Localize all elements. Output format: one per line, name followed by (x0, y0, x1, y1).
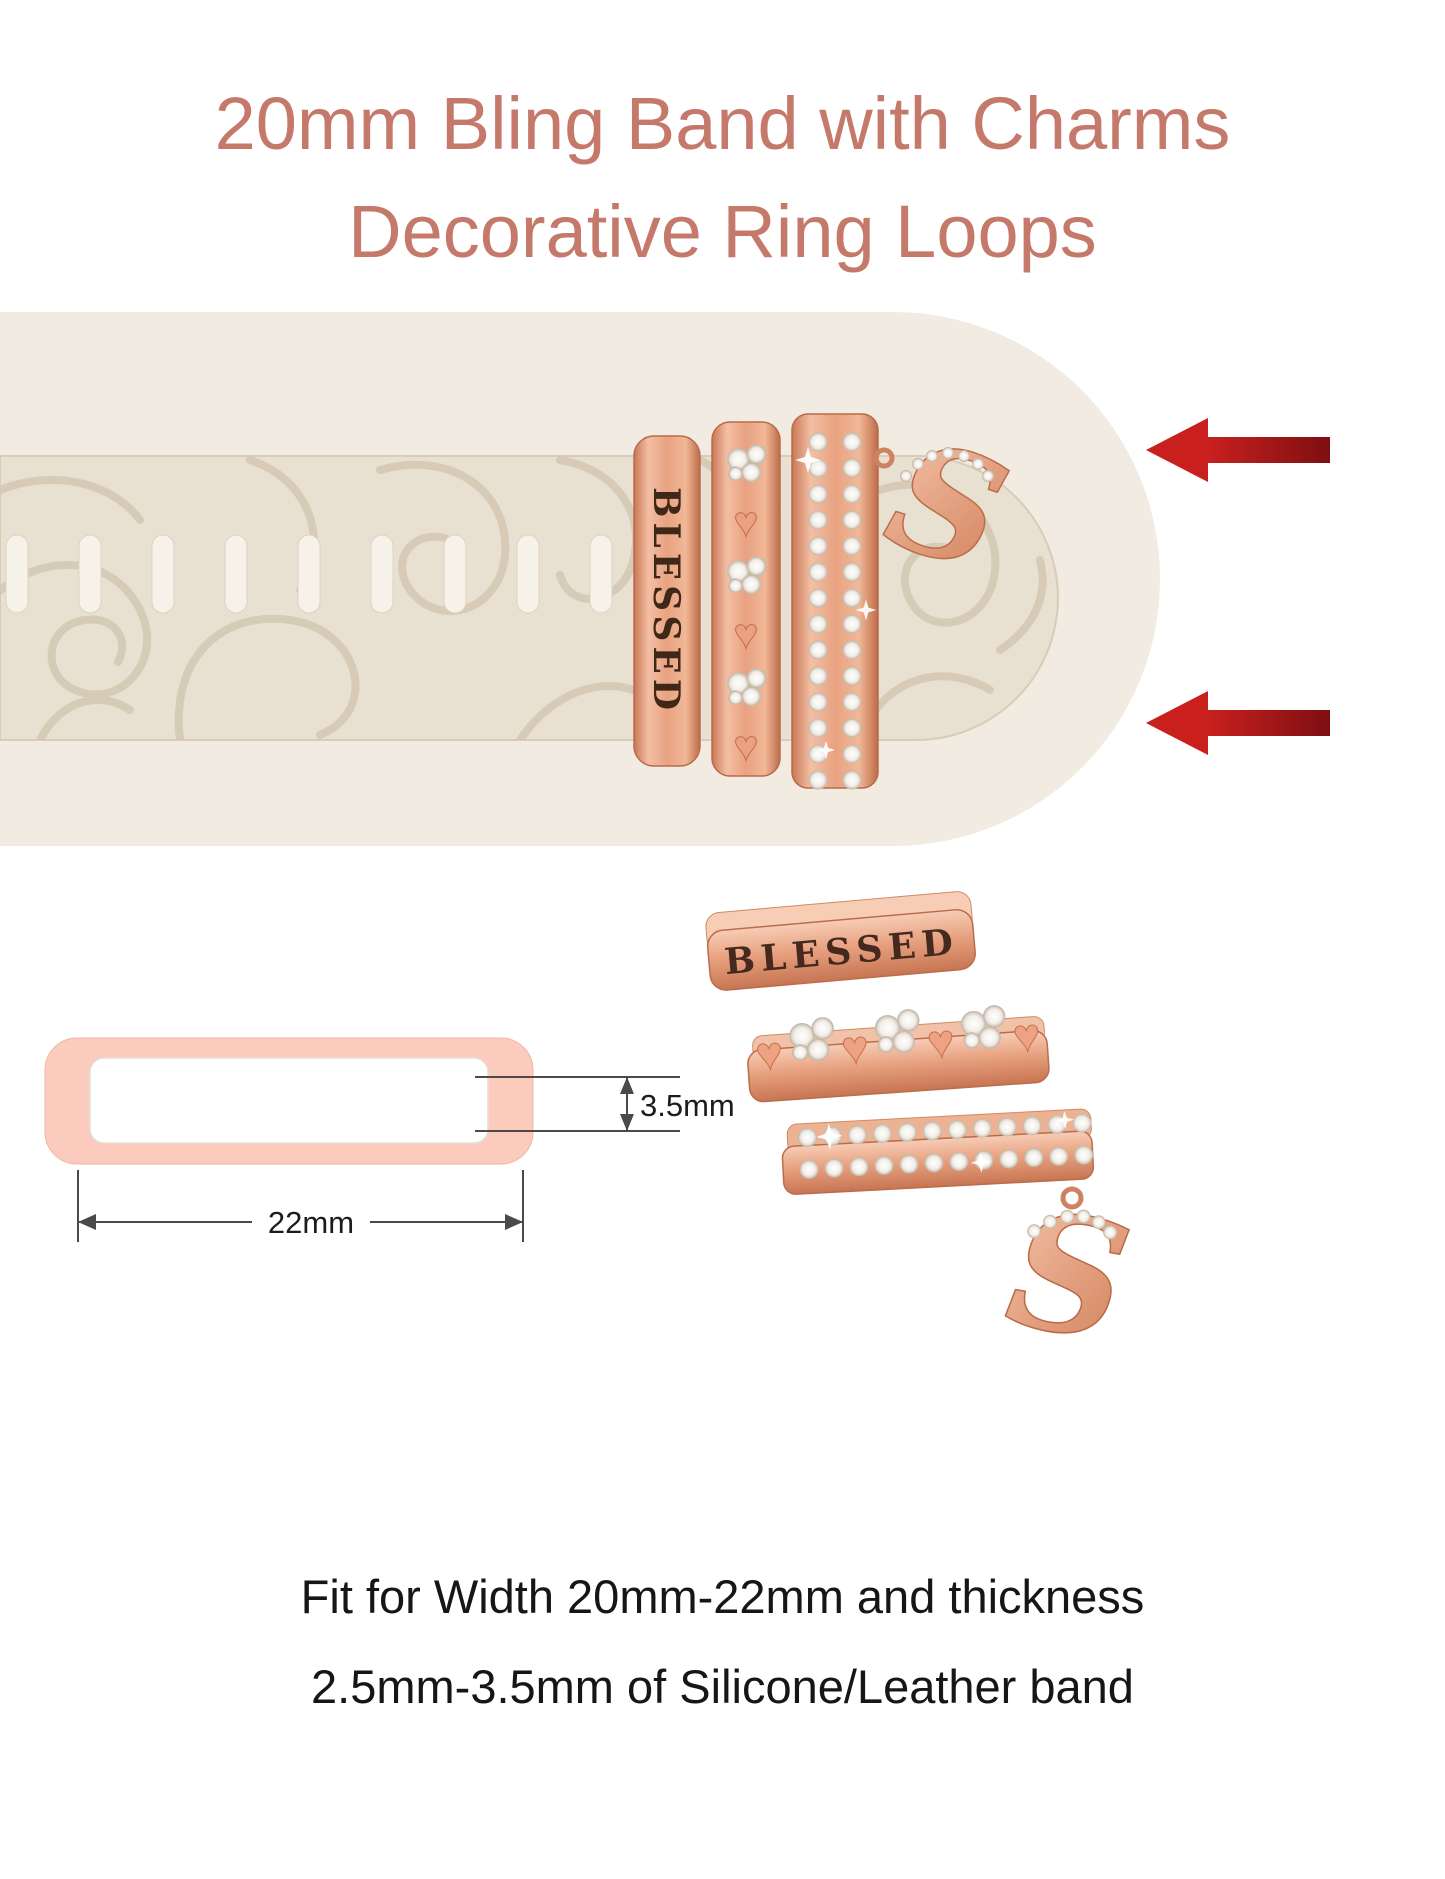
fit-note-line-1: Fit for Width 20mm-22mm and thickness (300, 1570, 1145, 1623)
title-line-2: Decorative Ring Loops (348, 190, 1097, 273)
band-slot (516, 534, 540, 614)
band-slot (224, 534, 248, 614)
initial-charm-crystals (900, 447, 994, 482)
heart-icon: ♥ (925, 1014, 956, 1068)
crystal-charm-bar (781, 1108, 1095, 1195)
band-slot (443, 534, 467, 614)
crystal-ring-charm (791, 413, 879, 790)
title-line-1: 20mm Bling Band with Charms (214, 82, 1231, 165)
initial-charm-letter: S (996, 1173, 1142, 1378)
width-dimension (77, 1170, 524, 1242)
loop-dimension-diagram: 3.5mm 22mm (44, 1037, 735, 1242)
thickness-label: 3.5mm (640, 1088, 735, 1123)
band-illustration: BLESSED ♥ ♥ ♥ S (0, 312, 1330, 846)
heart-icon: ♥ (754, 1026, 785, 1080)
page-title: 20mm Bling Band with Charms Decorative R… (0, 70, 1445, 286)
blessed-ring-label: BLESSED (645, 487, 687, 715)
initial-charm-closeup: S (995, 1173, 1143, 1380)
loop-opening (89, 1057, 489, 1144)
band-adjustment-slots (5, 534, 613, 614)
blessed-ring-charm: BLESSED (633, 435, 701, 767)
band-slot (589, 534, 613, 614)
left-arrow-icon-top (1146, 418, 1330, 482)
initial-charm-crystals (1027, 1209, 1118, 1240)
band-slot (370, 534, 394, 614)
blessed-charm-bar: BLESSED (705, 891, 976, 991)
hearts-ring-charm: ♥ ♥ ♥ (711, 421, 781, 777)
heart-icon: ♥ (1011, 1008, 1042, 1062)
fit-note-line-2: 2.5mm-3.5mm of Silicone/Leather band (311, 1660, 1134, 1713)
fit-note: Fit for Width 20mm-22mm and thickness 2.… (0, 1552, 1445, 1732)
band-slot (78, 534, 102, 614)
hearts-charm-bar: ♥ ♥ ♥ ♥ (747, 1004, 1050, 1103)
band-slot (151, 534, 175, 614)
width-label: 22mm (268, 1205, 354, 1240)
heart-icon: ♥ (734, 722, 759, 769)
heart-icon: ♥ (734, 610, 759, 657)
band-slot (5, 534, 29, 614)
charms-closeup: BLESSED ♥ ♥ ♥ ♥ S (705, 891, 1143, 1380)
left-arrow-icon-bottom (1146, 691, 1330, 755)
band-slot (297, 534, 321, 614)
heart-icon: ♥ (840, 1020, 871, 1074)
heart-icon: ♥ (734, 498, 759, 545)
thickness-dimension (475, 1076, 680, 1132)
